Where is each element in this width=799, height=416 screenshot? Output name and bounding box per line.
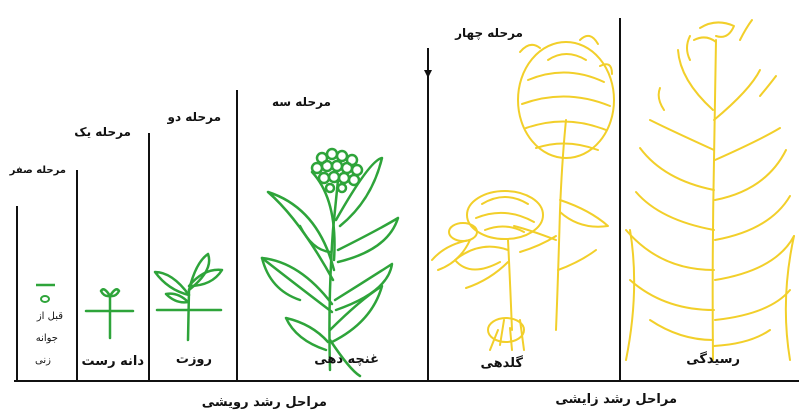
budding-plant-icon bbox=[262, 149, 398, 376]
stage-0-name-line3: زنی bbox=[35, 355, 51, 366]
stage-1-title: مرحله یک bbox=[74, 125, 131, 139]
stage-0-name-line2: جوانه bbox=[36, 333, 58, 344]
stage-4-title: مرحله چهار bbox=[455, 26, 523, 40]
stage-0-name-line1: قبل از bbox=[37, 311, 63, 322]
mature-plant-icon bbox=[626, 20, 794, 360]
stage-0-title: مرحله صفر bbox=[10, 165, 66, 176]
stage-4-name: گلدهی bbox=[480, 356, 523, 371]
stage-dividers bbox=[17, 18, 620, 381]
seed-plant-icon bbox=[36, 285, 55, 302]
stage-3-name: غنچه دهی bbox=[314, 352, 379, 367]
stage-2-name: روزت bbox=[176, 352, 212, 367]
seedling-plant-icon bbox=[86, 289, 133, 338]
reproductive-phase-label: مراحل رشد زایشی bbox=[555, 392, 677, 407]
stage-1-name: دانه رست bbox=[82, 354, 144, 369]
stage-2-title: مرحله دو bbox=[167, 110, 221, 124]
vegetative-phase-label: مراحل رشد رویشی bbox=[202, 395, 327, 410]
rosette-plant-icon bbox=[155, 254, 222, 340]
arrow-marker bbox=[424, 70, 432, 78]
stage-5-name: رسیدگی bbox=[686, 352, 740, 367]
flowering-plant-icon bbox=[432, 36, 614, 350]
stage-3-title: مرحله سه bbox=[272, 95, 331, 109]
